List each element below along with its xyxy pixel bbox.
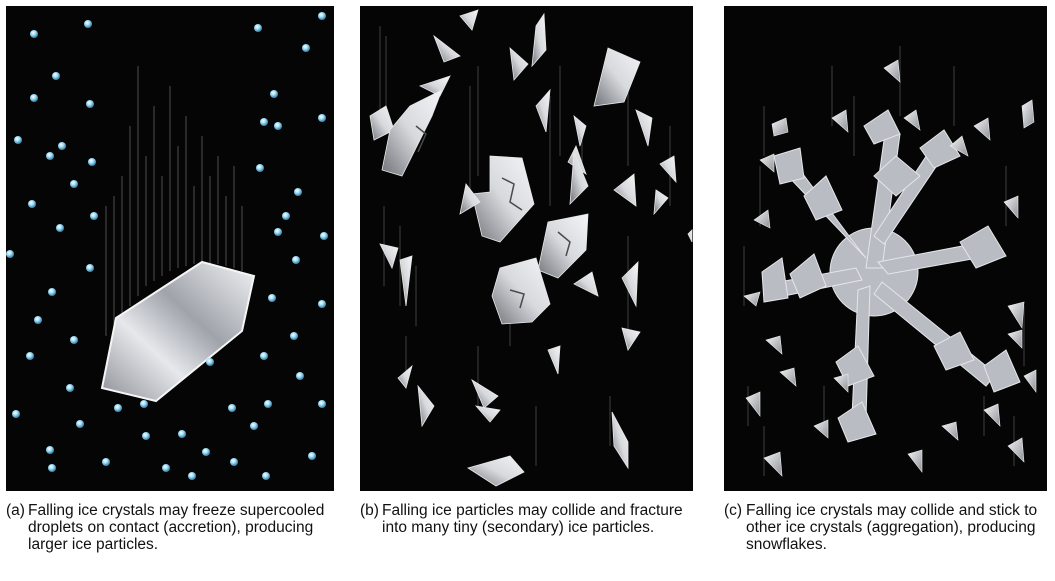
caption-letter: (c) bbox=[724, 502, 743, 519]
caption-text: Falling ice crystals may collide and sti… bbox=[746, 502, 1038, 553]
caption-fracture: (b) Falling ice particles may collide an… bbox=[360, 502, 690, 536]
fracture-lines bbox=[415, 125, 571, 309]
caption-letter: (b) bbox=[360, 502, 379, 519]
panel-aggregation bbox=[724, 6, 1047, 491]
accretion-illustration bbox=[6, 12, 328, 480]
ice-fragments bbox=[369, 9, 693, 487]
caption-letter: (a) bbox=[6, 502, 25, 519]
panel-accretion bbox=[6, 6, 334, 491]
caption-text: Falling ice particles may collide and fr… bbox=[382, 502, 683, 536]
fall-streaks bbox=[743, 46, 1025, 476]
supercooled-droplets bbox=[6, 12, 328, 480]
aggregation-illustration bbox=[743, 46, 1037, 477]
caption-text: Falling ice crystals may freeze supercoo… bbox=[28, 502, 325, 553]
panel-fracture bbox=[360, 6, 693, 491]
ice-crystals-small bbox=[743, 59, 1037, 477]
fracture-illustration bbox=[369, 9, 693, 487]
fall-streaks bbox=[105, 66, 243, 336]
ice-crystal-large bbox=[100, 260, 256, 403]
caption-accretion: (a) Falling ice crystals may freeze supe… bbox=[6, 502, 336, 553]
caption-aggregation: (c) Falling ice crystals may collide and… bbox=[724, 502, 1044, 553]
snowflake bbox=[761, 109, 1021, 443]
